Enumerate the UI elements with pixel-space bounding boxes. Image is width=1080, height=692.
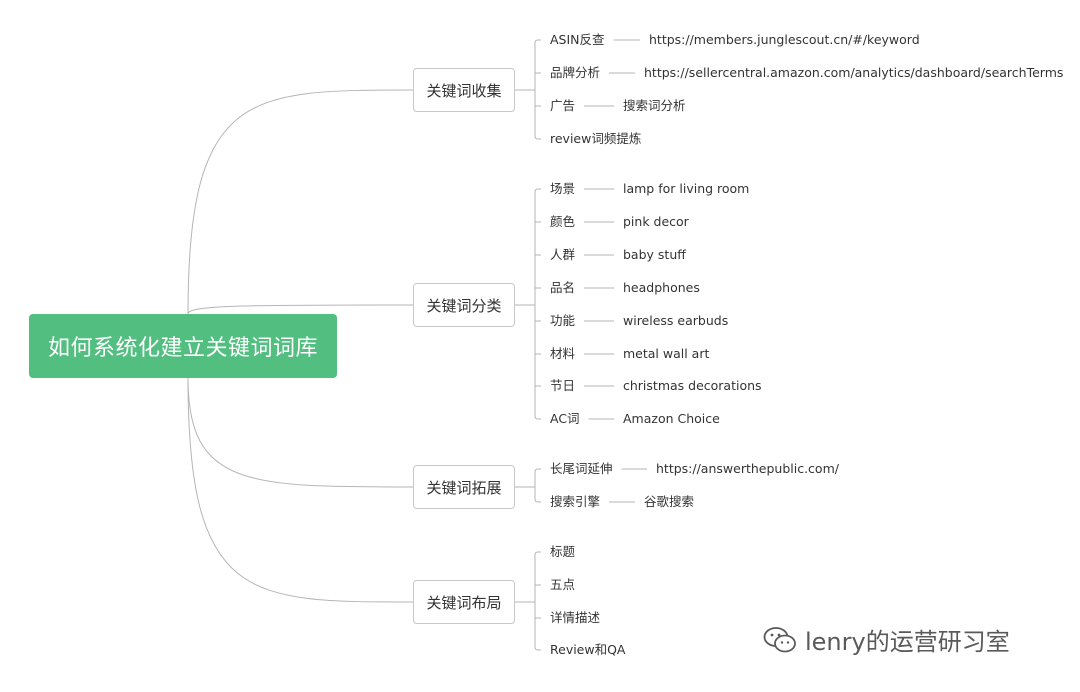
- topic-bullet-points[interactable]: 五点: [550, 577, 576, 592]
- topic-material[interactable]: 材料: [550, 346, 576, 361]
- topic-holiday[interactable]: 节日: [550, 378, 576, 393]
- topic-scene-detail[interactable]: lamp for living room: [623, 181, 750, 196]
- connector-line: [187, 89, 414, 315]
- topic-product-name[interactable]: 品名: [550, 280, 576, 295]
- connector-line: [187, 377, 414, 603]
- topic-review-qa[interactable]: Review和QA: [550, 642, 626, 657]
- watermark: lenry的运营研习室: [763, 622, 1010, 657]
- topic-color-detail[interactable]: pink decor: [623, 214, 689, 229]
- topic-audience[interactable]: 人群: [550, 247, 576, 262]
- connector-line: [534, 188, 541, 420]
- topic-search-engine-detail[interactable]: 谷歌搜索: [644, 494, 695, 509]
- topic-holiday-detail[interactable]: christmas decorations: [623, 378, 762, 393]
- topic-function[interactable]: 功能: [550, 313, 576, 328]
- watermark-text: lenry的运营研习室: [805, 628, 1010, 656]
- topic-search-engine[interactable]: 搜索引擎: [550, 494, 601, 509]
- topic-review-frequency[interactable]: review词频提炼: [550, 131, 642, 146]
- connector-line: [187, 304, 414, 315]
- topic-audience-detail[interactable]: baby stuff: [623, 247, 686, 262]
- root-topic[interactable]: 如何系统化建立关键词词库: [29, 314, 337, 378]
- topic-long-tail[interactable]: 长尾词延伸: [550, 461, 613, 476]
- topic-title[interactable]: 标题: [550, 544, 576, 559]
- topic-brand-analytics[interactable]: 品牌分析: [550, 65, 601, 80]
- topic-scene[interactable]: 场景: [550, 181, 576, 196]
- topic-material-detail[interactable]: metal wall art: [623, 346, 710, 361]
- connector-line: [534, 468, 541, 503]
- topic-ac-word-detail[interactable]: Amazon Choice: [623, 411, 720, 426]
- connector-line: [187, 377, 414, 488]
- topic-asin-lookup-detail[interactable]: https://members.junglescout.cn/#/keyword: [649, 32, 920, 47]
- topic-asin-lookup[interactable]: ASIN反查: [550, 32, 605, 47]
- topic-product-name-detail[interactable]: headphones: [623, 280, 700, 295]
- topic-ac-word[interactable]: AC词: [550, 411, 580, 426]
- topic-description[interactable]: 详情描述: [550, 610, 601, 625]
- topic-long-tail-detail[interactable]: https://answerthepublic.com/: [656, 461, 839, 476]
- wechat-icon: [763, 626, 796, 652]
- branch-keyword-classification[interactable]: 关键词分类: [413, 283, 515, 327]
- topic-brand-analytics-detail[interactable]: https://sellercentral.amazon.com/analyti…: [644, 65, 1064, 80]
- connector-line: [534, 39, 541, 140]
- topic-color[interactable]: 颜色: [550, 214, 576, 229]
- branch-keyword-expansion[interactable]: 关键词拓展: [413, 465, 515, 509]
- branch-keyword-collection[interactable]: 关键词收集: [413, 68, 515, 112]
- connector-line: [534, 551, 541, 651]
- topic-ads-detail[interactable]: 搜索词分析: [623, 98, 686, 113]
- topic-ads[interactable]: 广告: [550, 98, 576, 113]
- topic-function-detail[interactable]: wireless earbuds: [623, 313, 729, 328]
- branch-keyword-layout[interactable]: 关键词布局: [413, 580, 515, 624]
